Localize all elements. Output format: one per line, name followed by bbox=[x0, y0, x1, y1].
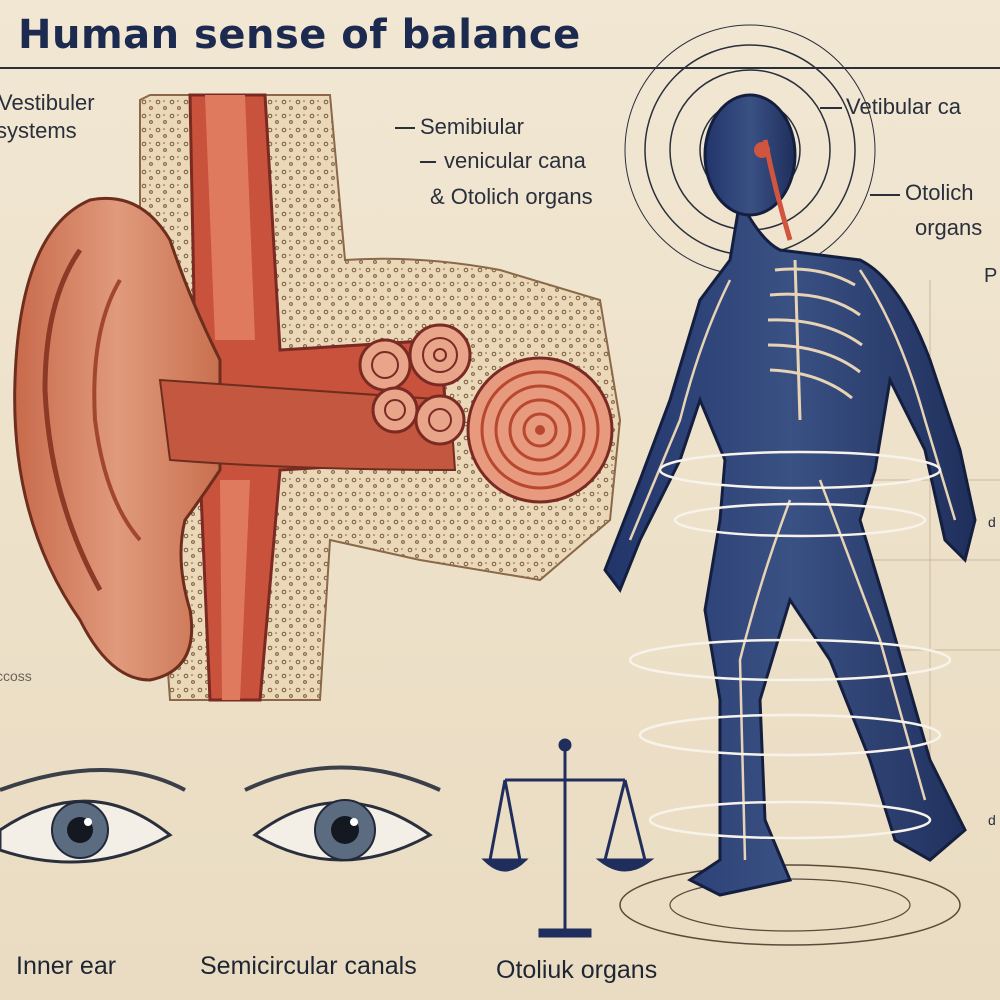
walking-figure-illustration bbox=[603, 24, 977, 946]
eyes-illustration bbox=[0, 765, 441, 864]
label-small-right-1: P bbox=[984, 265, 998, 287]
caption-inner-ear: Inner ear bbox=[16, 952, 117, 980]
label-vestibular-systems-line1: Vestibuler bbox=[0, 90, 95, 115]
label-otolith-right-line2: organs bbox=[915, 215, 983, 240]
balance-scale-icon bbox=[481, 738, 655, 938]
caption-otolith-organs: Otoliuk organs bbox=[496, 956, 658, 984]
cochlea-illustration bbox=[466, 356, 614, 504]
page-title: Human sense of balance bbox=[18, 12, 581, 58]
label-otolith-right-line1: Otolich bbox=[905, 180, 974, 205]
label-small-right-3: d bbox=[988, 812, 996, 828]
ear-anatomy-illustration bbox=[13, 93, 622, 702]
semicircular-canals-illustration bbox=[358, 323, 472, 446]
label-semicircular-line2: venicular cana bbox=[444, 148, 586, 173]
label-semicircular-line1: Semibiular bbox=[420, 114, 524, 139]
label-vestibular-right: Vetibular ca bbox=[846, 94, 961, 119]
right-eye bbox=[244, 765, 441, 862]
label-small-left: ccoss bbox=[0, 668, 32, 684]
left-eye bbox=[0, 768, 186, 864]
label-small-right-2: d bbox=[988, 514, 996, 530]
label-otolith-center: & Otolich organs bbox=[430, 184, 593, 209]
caption-semicircular-canals: Semicircular canals bbox=[200, 952, 417, 980]
label-vestibular-systems-line2: systems bbox=[0, 118, 77, 143]
